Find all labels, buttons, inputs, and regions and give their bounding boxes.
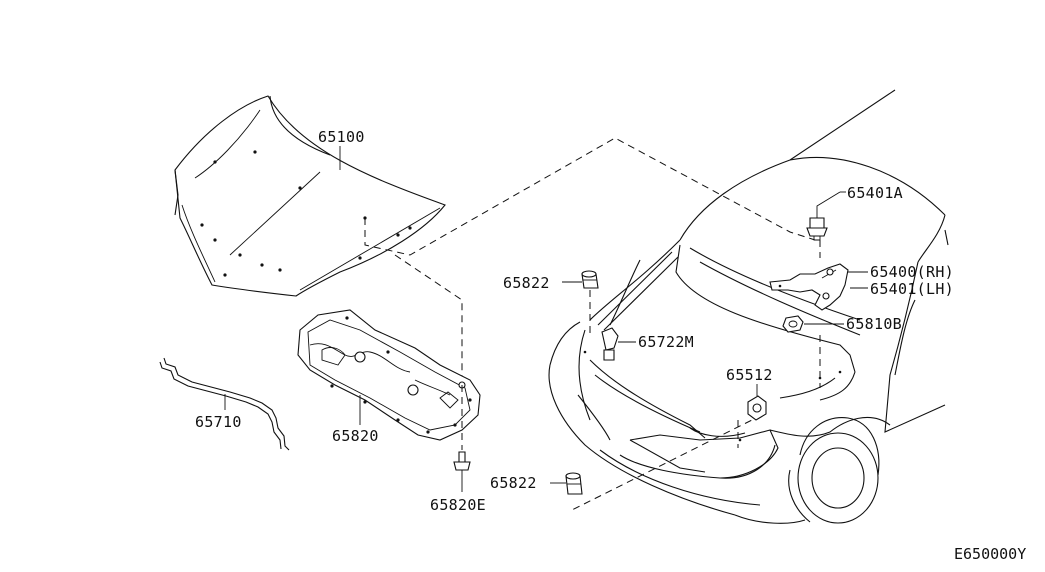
hood-insulator-guide-line [394,254,463,385]
bumper-upper-part-number: 65822 [503,274,550,292]
bumper-lower-part-number: 65822 [490,474,537,492]
hood-lock-part-number: 65512 [726,366,773,384]
hood-rod-holder [601,327,636,361]
hood-panel [174,95,446,297]
insulator-part-number: 65820 [332,427,379,445]
hood-rod-part-number: 65710 [195,413,242,431]
hood-hinge [769,263,868,311]
hood-guide-line [364,137,816,256]
hinge-nut-part-number: 65810B [846,315,902,333]
rod-holder-part-number: 65722M [638,333,694,351]
insulator-clip [453,385,471,492]
hood-rod [159,357,290,451]
hinge-lh-part-number: 65401(LH) [870,280,954,298]
vehicle-body [548,89,949,524]
hood-prop-line [597,251,679,331]
hinge-rh-part-number: 65400(RH) [870,263,954,281]
hinge-nut [782,315,844,333]
hinge-bolt-part-number: 65401A [847,184,903,202]
bumper-rubber-upper [562,270,599,289]
insulator-clip-part-number: 65820E [430,496,486,514]
hood-lock [747,384,767,421]
bumper-rubber-lower [550,472,583,495]
lock-guide-line [571,414,763,511]
hood-insulator [297,309,481,441]
diagram-code: E650000Y [954,545,1026,563]
hinge-bolt [806,191,846,241]
hood-part-number: 65100 [318,128,365,146]
